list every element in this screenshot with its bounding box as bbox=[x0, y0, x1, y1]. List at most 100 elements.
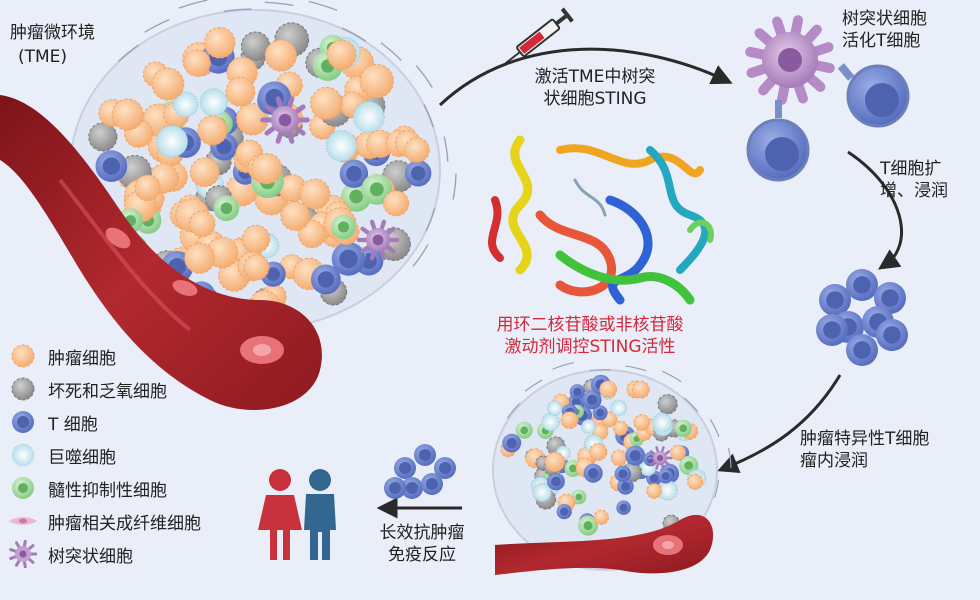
t-infiltrate-line2: 瘤内浸润 bbox=[800, 451, 868, 471]
tumor-cell bbox=[631, 380, 650, 399]
mac-cell bbox=[325, 129, 358, 162]
macrophage-icon bbox=[8, 440, 38, 470]
legend-label-fibroblast: 肿瘤相关成纤维细胞 bbox=[48, 513, 201, 534]
long-term-label: 长效抗肿瘤 免疫反应 bbox=[372, 522, 472, 566]
tme-title: 肿瘤微环境 bbox=[10, 23, 95, 43]
t-expand-label: T细胞扩 增、浸润 bbox=[880, 158, 948, 202]
t-expand-line2: 增、浸润 bbox=[880, 181, 948, 201]
mdsc-icon bbox=[8, 473, 38, 503]
arrow-expand bbox=[847, 150, 903, 270]
legend-item-fibroblast: 肿瘤相关成纤维细胞 bbox=[8, 505, 201, 537]
tumor-cell bbox=[610, 449, 628, 467]
tumor-cell bbox=[686, 473, 704, 490]
tumor-sphere-infiltrated bbox=[492, 361, 732, 575]
t-cell-large-2 bbox=[746, 100, 810, 182]
tumor-cell bbox=[309, 86, 343, 120]
t-cell bbox=[617, 478, 634, 495]
tumor-cell bbox=[299, 178, 331, 210]
necrotic-cell-icon bbox=[8, 374, 38, 404]
legend-label-mdsc: 髓性抑制性细胞 bbox=[48, 480, 167, 501]
dendritic-cell-icon bbox=[8, 539, 38, 569]
mac-cell bbox=[172, 91, 199, 118]
tme-abbreviation: (TME) bbox=[18, 47, 68, 67]
step-activate-label: 激活TME中树突 状细胞STING bbox=[520, 66, 670, 110]
tumor-cell bbox=[241, 224, 271, 254]
necrotic-cell bbox=[657, 394, 678, 415]
tumor-cell bbox=[236, 102, 269, 136]
syringe-icon bbox=[505, 7, 574, 64]
dc-activation-label: 树突状细胞 活化T细胞 bbox=[842, 8, 927, 52]
protein-caption-line1: 用环二核苷酸或非核苷酸 bbox=[496, 315, 684, 335]
legend-item-t-cell: T 细胞 bbox=[8, 406, 98, 438]
mac-cell bbox=[532, 482, 552, 502]
mdsc-cell bbox=[674, 419, 692, 437]
protein-caption: 用环二核苷酸或非核苷酸 激动剂调控STING活性 bbox=[470, 314, 710, 358]
male-person-icon bbox=[304, 469, 336, 560]
tumor-cell bbox=[280, 201, 311, 231]
mac-cell bbox=[352, 101, 385, 134]
t-expand-line1: T细胞扩 bbox=[880, 159, 942, 179]
t-cell bbox=[819, 284, 851, 316]
t-cell bbox=[625, 445, 646, 466]
tumor-cell bbox=[670, 444, 686, 461]
mac-cell bbox=[155, 125, 189, 158]
long-term-line1: 长效抗肿瘤 bbox=[379, 523, 465, 543]
tumor-cell bbox=[544, 451, 566, 473]
tumor-cell bbox=[589, 442, 608, 461]
t-cell bbox=[414, 444, 436, 466]
blood-vessel bbox=[0, 95, 322, 410]
tumor-cell bbox=[243, 254, 270, 281]
tumor-cell bbox=[184, 242, 216, 274]
legend-label-necrotic: 坏死和乏氧细胞 bbox=[48, 381, 167, 402]
dendritic-cell bbox=[260, 96, 310, 144]
t-cell bbox=[331, 242, 366, 276]
t-cell bbox=[421, 473, 443, 495]
mdsc-cell bbox=[361, 173, 393, 205]
mdsc-cell bbox=[331, 214, 356, 240]
legend-item-macrophage: 巨噬细胞 bbox=[8, 439, 116, 471]
necrotic-cell bbox=[88, 122, 118, 152]
t-cell bbox=[583, 463, 603, 483]
legend-item-mdsc: 髓性抑制性细胞 bbox=[8, 472, 167, 504]
sting-protein-structure bbox=[488, 135, 714, 305]
dendritic-cell-activated bbox=[745, 15, 835, 105]
mdsc-cell bbox=[578, 515, 598, 536]
t-cell bbox=[384, 477, 406, 499]
mac-cell bbox=[541, 412, 560, 432]
dc-activation-line2: 活化T细胞 bbox=[842, 31, 921, 51]
t-cell bbox=[404, 160, 432, 187]
t-cell bbox=[816, 314, 848, 346]
legend-item-dendritic: 树突状细胞 bbox=[8, 538, 133, 570]
step-activate-line2: 状细胞STING bbox=[543, 89, 647, 109]
t-cell bbox=[556, 503, 572, 520]
tumor-cell bbox=[613, 420, 629, 436]
t-cell-icon bbox=[8, 407, 38, 437]
tumor-cell bbox=[646, 483, 663, 499]
t-cell bbox=[401, 477, 423, 499]
t-cell bbox=[547, 472, 565, 491]
mac-cell bbox=[610, 399, 628, 417]
t-cell bbox=[339, 159, 369, 188]
legend-label-macrophage: 巨噬细胞 bbox=[48, 447, 116, 468]
legend-label-t-cell: T 细胞 bbox=[48, 414, 98, 435]
female-person-icon bbox=[258, 469, 302, 560]
t-cell bbox=[434, 457, 456, 479]
tumor-cell bbox=[599, 380, 618, 399]
legend-label-tumor: 肿瘤细胞 bbox=[48, 348, 116, 369]
t-cell bbox=[310, 264, 341, 295]
arrow-activate bbox=[438, 47, 733, 107]
legend-label-dendritic: 树突状细胞 bbox=[48, 546, 133, 567]
t-cell bbox=[502, 433, 521, 453]
t-cell-large-1 bbox=[837, 63, 910, 128]
t-cell-cluster bbox=[816, 269, 908, 366]
tumor-cell bbox=[326, 39, 357, 70]
step-activate-line1: 激活TME中树突 bbox=[534, 67, 656, 87]
arrow-infiltrate bbox=[717, 374, 842, 474]
t-cell bbox=[592, 405, 608, 421]
t-cell bbox=[614, 465, 632, 483]
tumor-cell bbox=[593, 509, 610, 525]
legend-item-necrotic: 坏死和乏氧细胞 bbox=[8, 373, 167, 405]
t-cell bbox=[846, 269, 878, 301]
t-cell bbox=[874, 282, 906, 314]
